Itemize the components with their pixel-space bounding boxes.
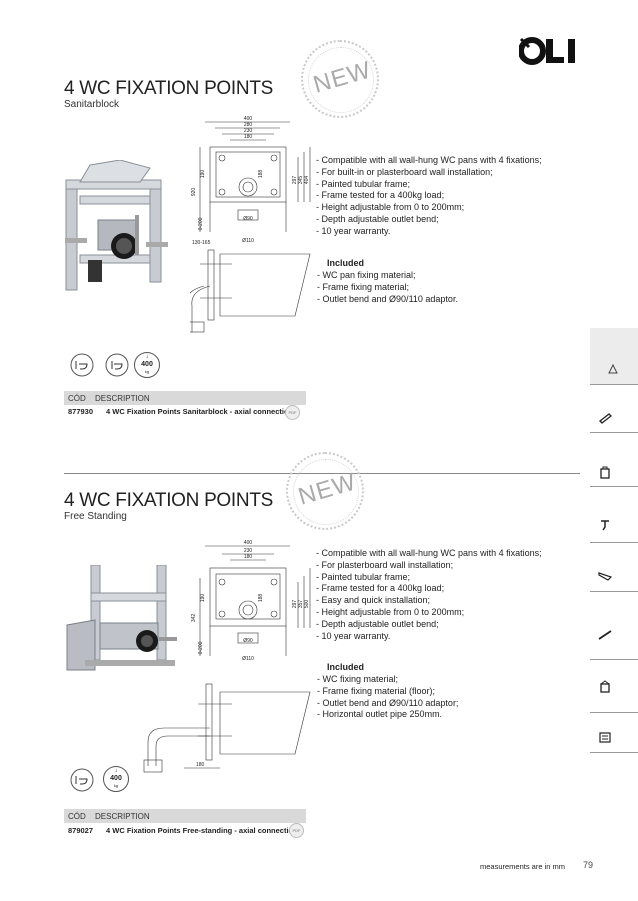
catalogue-icon[interactable] xyxy=(598,730,612,744)
svg-text:Ø90: Ø90 xyxy=(243,216,253,222)
included-item: WC pan fixing material; xyxy=(317,270,458,282)
feature-item: Painted tubular frame; xyxy=(316,572,542,584)
section1-subtitle: Sanitarblock xyxy=(64,99,120,110)
feature-item: Compatible with all wall-hung WC pans wi… xyxy=(316,155,542,167)
svg-text:Ø90: Ø90 xyxy=(243,638,253,644)
feature-item: Compatible with all wall-hung WC pans wi… xyxy=(316,548,542,560)
svg-text:280: 280 xyxy=(244,122,253,128)
feature-item: For plasterboard wall installation; xyxy=(316,560,542,572)
section2-features: Compatible with all wall-hung WC pans wi… xyxy=(316,548,542,642)
load-400kg-badge: ↓ 400 kg xyxy=(134,352,160,378)
section2-title: 4 WC FIXATION POINTS xyxy=(64,490,273,511)
wall-hung-wc-icon xyxy=(70,353,94,377)
product-description: 4 WC Fixation Points Free-standing - axi… xyxy=(106,826,298,835)
svg-text:190: 190 xyxy=(200,170,206,179)
svg-text:230: 230 xyxy=(244,548,253,554)
svg-text:500: 500 xyxy=(304,600,310,609)
tap-icon[interactable] xyxy=(598,518,612,532)
svg-text:130-165: 130-165 xyxy=(192,240,211,246)
feature-item: 10 year warranty. xyxy=(316,631,542,643)
sanitarblock-side-drawing: 130-165 xyxy=(190,240,311,333)
svg-text:920: 920 xyxy=(191,188,197,197)
feature-item: Easy and quick installation; xyxy=(316,595,542,607)
page-number: 79 xyxy=(583,860,594,870)
included-item: WC fixing material; xyxy=(317,674,458,686)
feature-item: Depth adjustable outlet bend; xyxy=(316,214,542,226)
load-400kg-badge: ↓ 400 kg xyxy=(103,766,129,792)
new-stamp: NEW xyxy=(301,40,379,118)
pdf-download-icon[interactable]: PDF xyxy=(289,823,304,838)
svg-text:Ø110: Ø110 xyxy=(242,656,254,662)
oli-logo xyxy=(519,37,575,65)
bag-icon[interactable] xyxy=(598,465,612,479)
svg-text:357: 357 xyxy=(298,600,304,609)
section1-included-list: WC pan fixing material; Frame fixing mat… xyxy=(317,270,458,305)
included-item: Frame fixing material; xyxy=(317,282,458,294)
free-standing-side-drawing: 180 xyxy=(143,683,311,773)
included-item: Outlet bend and Ø90/110 adaptor. xyxy=(317,294,458,306)
feature-item: Height adjustable from 0 to 200mm; xyxy=(316,202,542,214)
feature-item: Depth adjustable outlet bend; xyxy=(316,619,542,631)
included-item: Horizontal outlet pipe 250mm. xyxy=(317,709,458,721)
svg-text:180: 180 xyxy=(244,554,253,560)
pipe-icon[interactable] xyxy=(598,628,612,642)
svg-text:0-200: 0-200 xyxy=(198,217,204,230)
svg-text:188: 188 xyxy=(258,594,264,603)
pdf-download-icon[interactable]: PDF xyxy=(285,405,300,420)
wall-hung-wc-icon xyxy=(70,768,94,792)
box-icon[interactable] xyxy=(598,680,612,694)
section2-table-header: CÓD DESCRIPTION xyxy=(64,809,306,823)
product-code: 877930 xyxy=(68,407,94,416)
active-tab-icon xyxy=(608,363,618,374)
svg-text:190: 190 xyxy=(200,594,206,603)
section1-included-title: Included xyxy=(327,258,365,268)
included-item: Frame fixing material (floor); xyxy=(317,686,458,698)
free-standing-front-drawing: 400 230 180 342 190 188 297 357 500 0-20… xyxy=(191,540,311,662)
svg-text:230: 230 xyxy=(244,128,253,134)
svg-text:180: 180 xyxy=(196,762,205,768)
feature-item: For built-in or plasterboard wall instal… xyxy=(316,167,542,179)
svg-text:400: 400 xyxy=(244,540,253,546)
svg-text:188: 188 xyxy=(258,170,264,179)
included-item: Outlet bend and Ø90/110 adaptor; xyxy=(317,698,459,710)
svg-text:345: 345 xyxy=(298,176,304,185)
svg-text:0-200: 0-200 xyxy=(198,641,204,654)
svg-text:180: 180 xyxy=(244,134,253,140)
section1-table-header: CÓD DESCRIPTION xyxy=(64,391,306,405)
section1-features: Compatible with all wall-hung WC pans wi… xyxy=(316,155,542,238)
product-description: 4 WC Fixation Points Sanitarblock - axia… xyxy=(106,407,294,416)
sanitarblock-front-drawing: 400 280 230 180 920 190 188 297 345 404 … xyxy=(191,116,311,244)
product-code: 879027 xyxy=(68,826,94,835)
svg-text:297: 297 xyxy=(292,176,298,185)
new-stamp: NEW xyxy=(286,452,364,530)
feature-item: Height adjustable from 0 to 200mm; xyxy=(316,607,542,619)
measurement-note: measurements are in mm xyxy=(480,862,566,871)
side-tab-active[interactable] xyxy=(590,328,638,384)
svg-text:342: 342 xyxy=(191,614,197,623)
built-in-wc-icon xyxy=(105,353,129,377)
svg-text:404: 404 xyxy=(304,176,310,185)
sanitarblock-product-image xyxy=(65,160,168,291)
sink-icon[interactable] xyxy=(598,568,612,582)
section2-included-list: WC fixing material; Frame fixing materia… xyxy=(317,674,459,721)
svg-text:297: 297 xyxy=(292,600,298,609)
cistern-icon[interactable] xyxy=(598,410,612,424)
free-standing-product-image xyxy=(66,565,177,671)
section1-title: 4 WC FIXATION POINTS xyxy=(64,78,273,99)
feature-item: Frame tested for a 400kg load; xyxy=(316,583,542,595)
feature-item: Frame tested for a 400kg load; xyxy=(316,190,542,202)
feature-item: 10 year warranty. xyxy=(316,226,542,238)
section2-subtitle: Free Standing xyxy=(64,511,127,522)
svg-text:400: 400 xyxy=(244,116,253,122)
section2-included-title: Included xyxy=(327,662,365,672)
svg-text:Ø110: Ø110 xyxy=(242,238,254,244)
feature-item: Painted tubular frame; xyxy=(316,179,542,191)
